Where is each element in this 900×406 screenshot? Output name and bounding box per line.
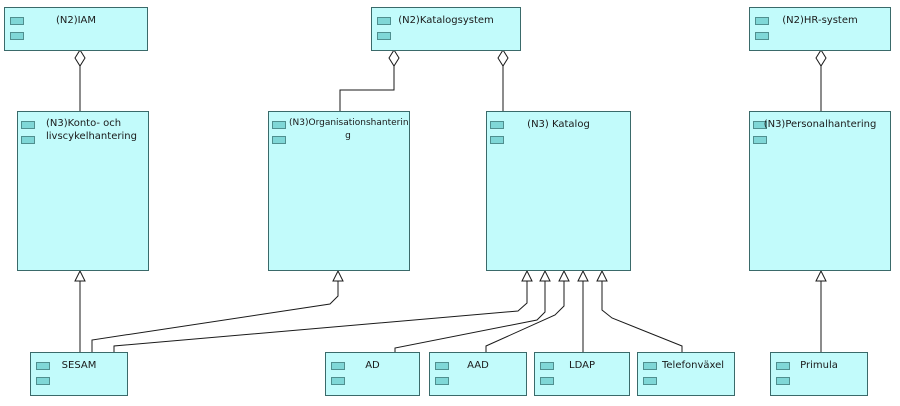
realization-arrow-katalog-1 <box>521 269 533 282</box>
connector-ad-katalog <box>394 281 546 353</box>
component-katalogsystem[interactable]: (N2)Katalogsystem <box>371 7 521 51</box>
aggregation-diamond-katalogsystem-1 <box>388 49 400 67</box>
component-icon <box>755 32 769 40</box>
component-organisation[interactable]: (N3)Organisationshanterin g <box>268 111 410 271</box>
component-icon <box>331 362 345 370</box>
component-label: Telefonväxel <box>662 360 725 371</box>
component-icon <box>21 136 35 144</box>
component-icon <box>490 136 504 144</box>
connector-telefonvaxel-katalog <box>601 281 683 353</box>
aggregation-diamond-hr <box>815 49 827 67</box>
component-iam[interactable]: (N2)IAM <box>4 7 148 51</box>
component-sesam[interactable]: SESAM <box>30 352 128 396</box>
component-icon <box>755 17 769 25</box>
component-label: (N2)IAM <box>55 15 97 26</box>
realization-arrow-katalog-5 <box>596 269 608 282</box>
component-icon <box>643 362 657 370</box>
component-ldap[interactable]: LDAP <box>534 352 630 396</box>
component-icon <box>36 377 50 385</box>
component-icon <box>776 362 790 370</box>
component-icon <box>10 17 24 25</box>
connector-sesam-katalog <box>113 281 528 353</box>
realization-arrow-konto <box>74 269 86 282</box>
realization-arrow-personal <box>815 269 827 282</box>
component-personal[interactable]: (N3)Personalhantering <box>749 111 891 271</box>
aggregation-diamond-iam <box>74 49 86 67</box>
component-icon <box>10 32 24 40</box>
component-label: (N3) Katalog <box>527 119 590 130</box>
component-icon <box>753 121 767 129</box>
component-icon <box>377 32 391 40</box>
component-icon <box>753 136 767 144</box>
component-label: (N3)Organisationshanterin g <box>289 118 409 141</box>
component-icon <box>272 136 286 144</box>
component-label: (N2)Katalogsystem <box>398 15 494 26</box>
component-icon <box>331 377 345 385</box>
component-icon <box>21 121 35 129</box>
component-primula[interactable]: Primula <box>770 352 868 396</box>
connector-aad-katalog <box>485 281 565 353</box>
component-icon <box>377 17 391 25</box>
component-hr-system[interactable]: (N2)HR-system <box>749 7 891 51</box>
component-label: AAD <box>467 360 489 371</box>
component-icon <box>540 377 554 385</box>
component-icon <box>272 121 286 129</box>
component-label: (N3)Konto- och livscykelhantering <box>46 118 137 142</box>
realization-arrow-katalog-3 <box>558 269 570 282</box>
realization-arrow-katalog-2 <box>539 269 551 282</box>
component-konto[interactable]: (N3)Konto- och livscykelhantering <box>17 111 149 271</box>
component-label: LDAP <box>569 360 595 371</box>
component-telefonvaxel[interactable]: Telefonväxel <box>637 352 735 396</box>
realization-arrow-katalog-4 <box>577 269 589 282</box>
component-label: SESAM <box>61 360 97 371</box>
connector-sesam-organisation <box>91 281 339 353</box>
component-icon <box>435 362 449 370</box>
component-icon <box>490 121 504 129</box>
realization-arrow-organisation <box>332 269 344 282</box>
connector-katalogsystem-organisation <box>339 66 395 112</box>
component-icon <box>643 377 657 385</box>
component-label: AD <box>365 360 380 371</box>
component-aad[interactable]: AAD <box>429 352 527 396</box>
aggregation-diamond-katalogsystem-2 <box>497 49 509 67</box>
component-label: Primula <box>800 360 838 371</box>
component-ad[interactable]: AD <box>325 352 420 396</box>
component-label: (N3)Personalhantering <box>763 119 877 130</box>
component-icon <box>435 377 449 385</box>
component-label: (N2)HR-system <box>782 15 858 26</box>
component-icon <box>36 362 50 370</box>
component-icon <box>776 377 790 385</box>
component-katalog[interactable]: (N3) Katalog <box>486 111 631 271</box>
component-icon <box>540 362 554 370</box>
